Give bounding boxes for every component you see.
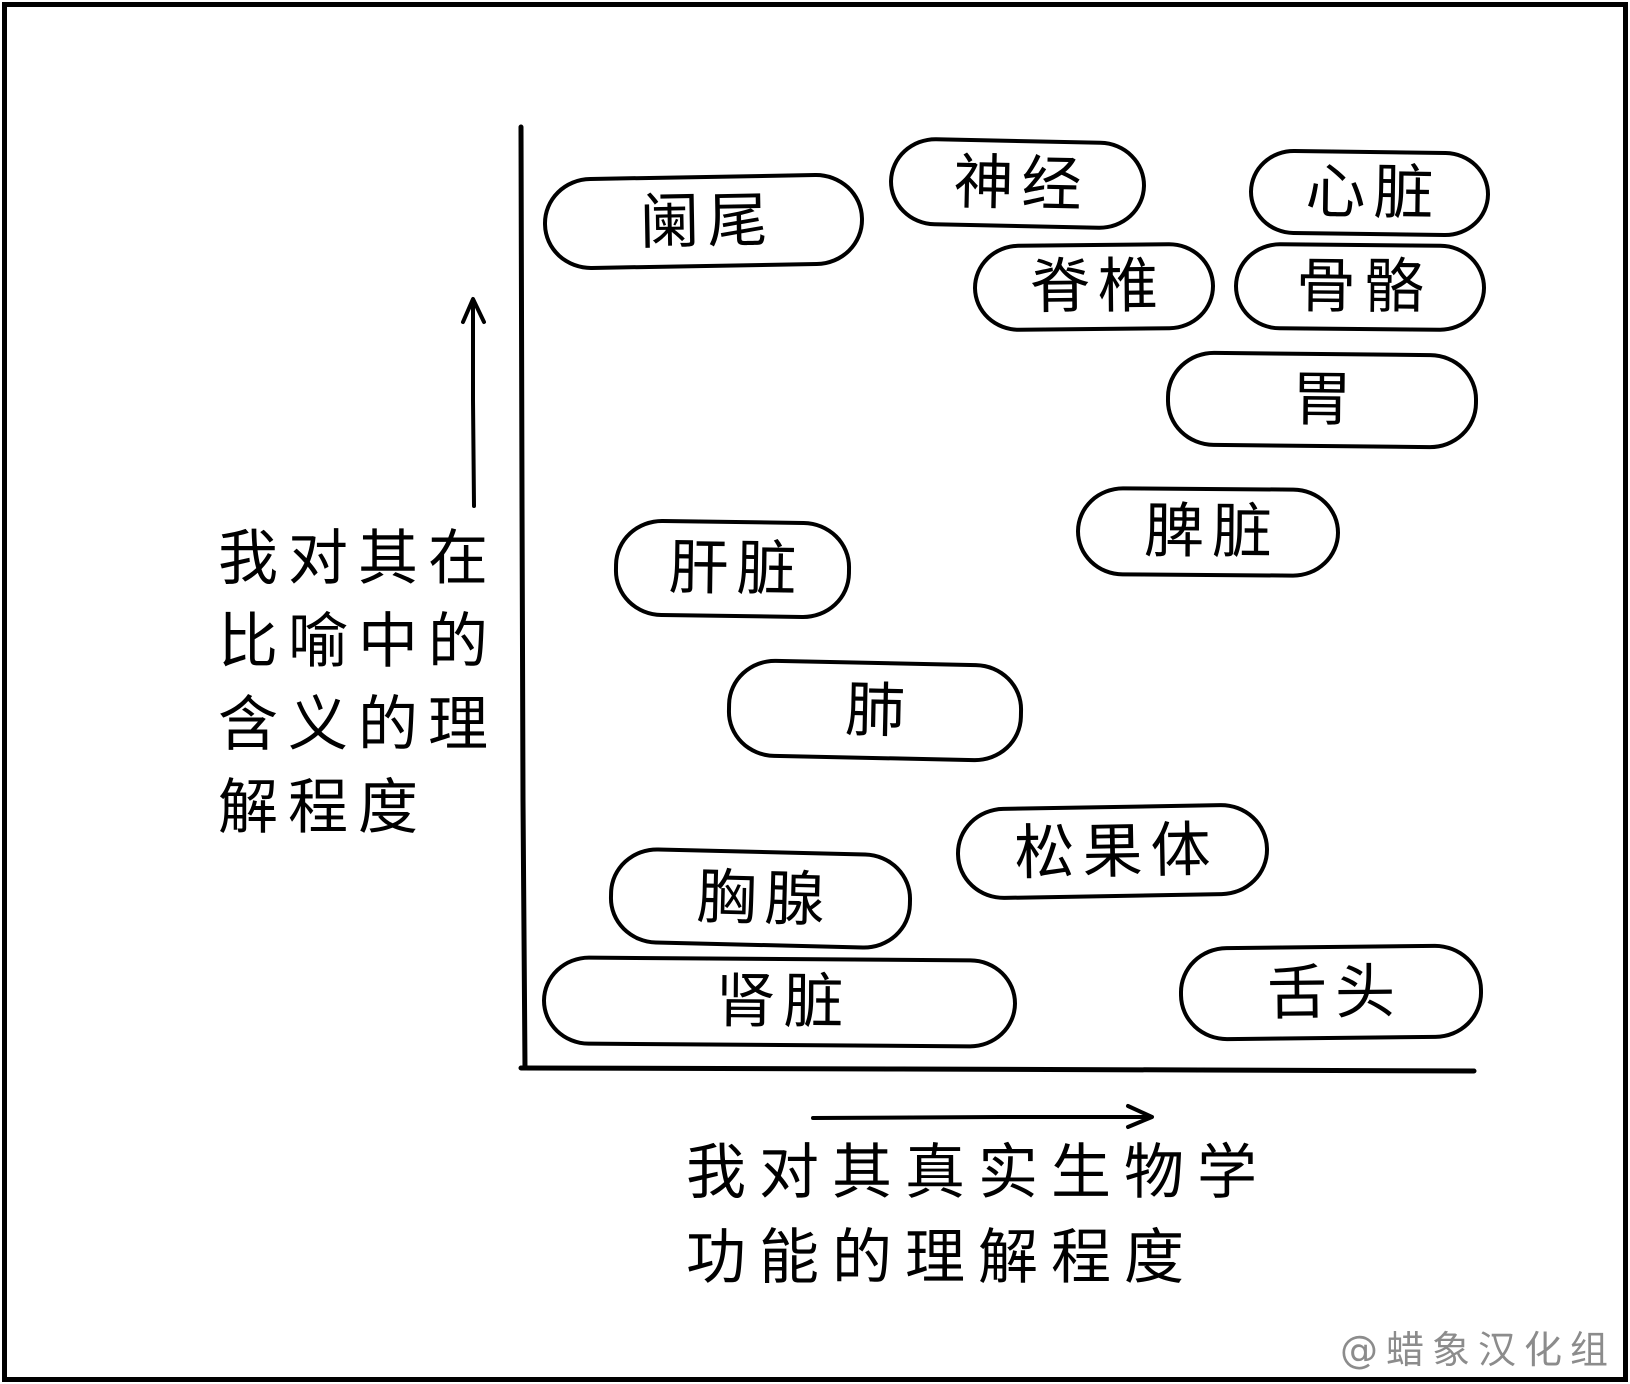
data-point: 肝脏 (613, 518, 852, 620)
data-point: 心脏 (1248, 148, 1491, 238)
data-point: 脾脏 (1075, 485, 1341, 578)
x-direction-arrow-shaft (811, 1115, 1152, 1120)
x-axis-line (518, 1065, 1477, 1074)
data-point-label: 胸腺 (695, 862, 834, 936)
data-point-label: 松果体 (1014, 814, 1220, 889)
watermark: @蜡象汉化组 (1339, 1328, 1616, 1372)
y-axis-line (518, 124, 528, 1071)
y-direction-arrow-head (461, 297, 486, 324)
data-point-label: 脊椎 (1029, 251, 1166, 323)
data-point-label: 脾脏 (1143, 496, 1280, 568)
data-point-label: 舌头 (1266, 956, 1404, 1029)
data-point: 舌头 (1178, 943, 1484, 1042)
data-point: 阑尾 (542, 171, 865, 271)
data-point: 胸腺 (608, 846, 914, 951)
data-point-label: 骨骼 (1295, 251, 1433, 323)
data-point-label: 肺 (844, 674, 914, 747)
data-point: 胃 (1165, 350, 1479, 450)
x-direction-arrow-head (1126, 1104, 1154, 1129)
data-point-label: 胃 (1291, 364, 1361, 436)
x-axis-label: 我对其真实生物学 功能的理解程度 (686, 1138, 1270, 1293)
data-point: 松果体 (955, 802, 1270, 901)
data-point-label: 心脏 (1304, 156, 1442, 229)
data-point: 骨骼 (1233, 241, 1487, 333)
data-point: 肺 (725, 657, 1024, 763)
data-point-label: 神经 (952, 147, 1091, 220)
data-point: 神经 (888, 136, 1147, 231)
data-point: 脊椎 (972, 241, 1216, 333)
data-point-label: 肝脏 (667, 533, 805, 606)
y-axis-label: 我对其在 比喻中的 含义的理 解程度 (218, 524, 498, 843)
data-point-label: 肾脏 (715, 966, 853, 1038)
data-point: 肾脏 (541, 955, 1018, 1049)
data-point-label: 阑尾 (639, 184, 777, 258)
y-direction-arrow-shaft (471, 298, 476, 508)
